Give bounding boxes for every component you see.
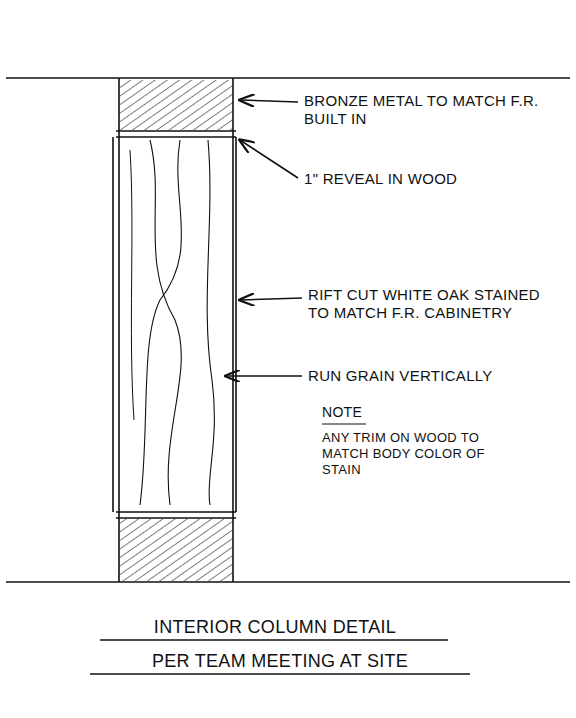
note-text: ANY TRIM ON WOOD TO MATCH BODY COLOR OF … [322,430,522,478]
column-drawing [6,78,570,674]
detail-title: INTERIOR COLUMN DETAIL [80,617,470,638]
detail-caption: PER TEAM MEETING AT SITE [70,651,490,672]
callout-note: RIFT CUT WHITE OAK STAINED TO MATCH F.R.… [308,286,563,322]
note-heading: NOTE [322,404,442,421]
callout-note: BRONZE METAL TO MATCH F.R. BUILT IN [304,92,564,128]
callout-note: 1" REVEAL IN WOOD [304,170,544,188]
callout-note: RUN GRAIN VERTICALLY [308,367,563,385]
